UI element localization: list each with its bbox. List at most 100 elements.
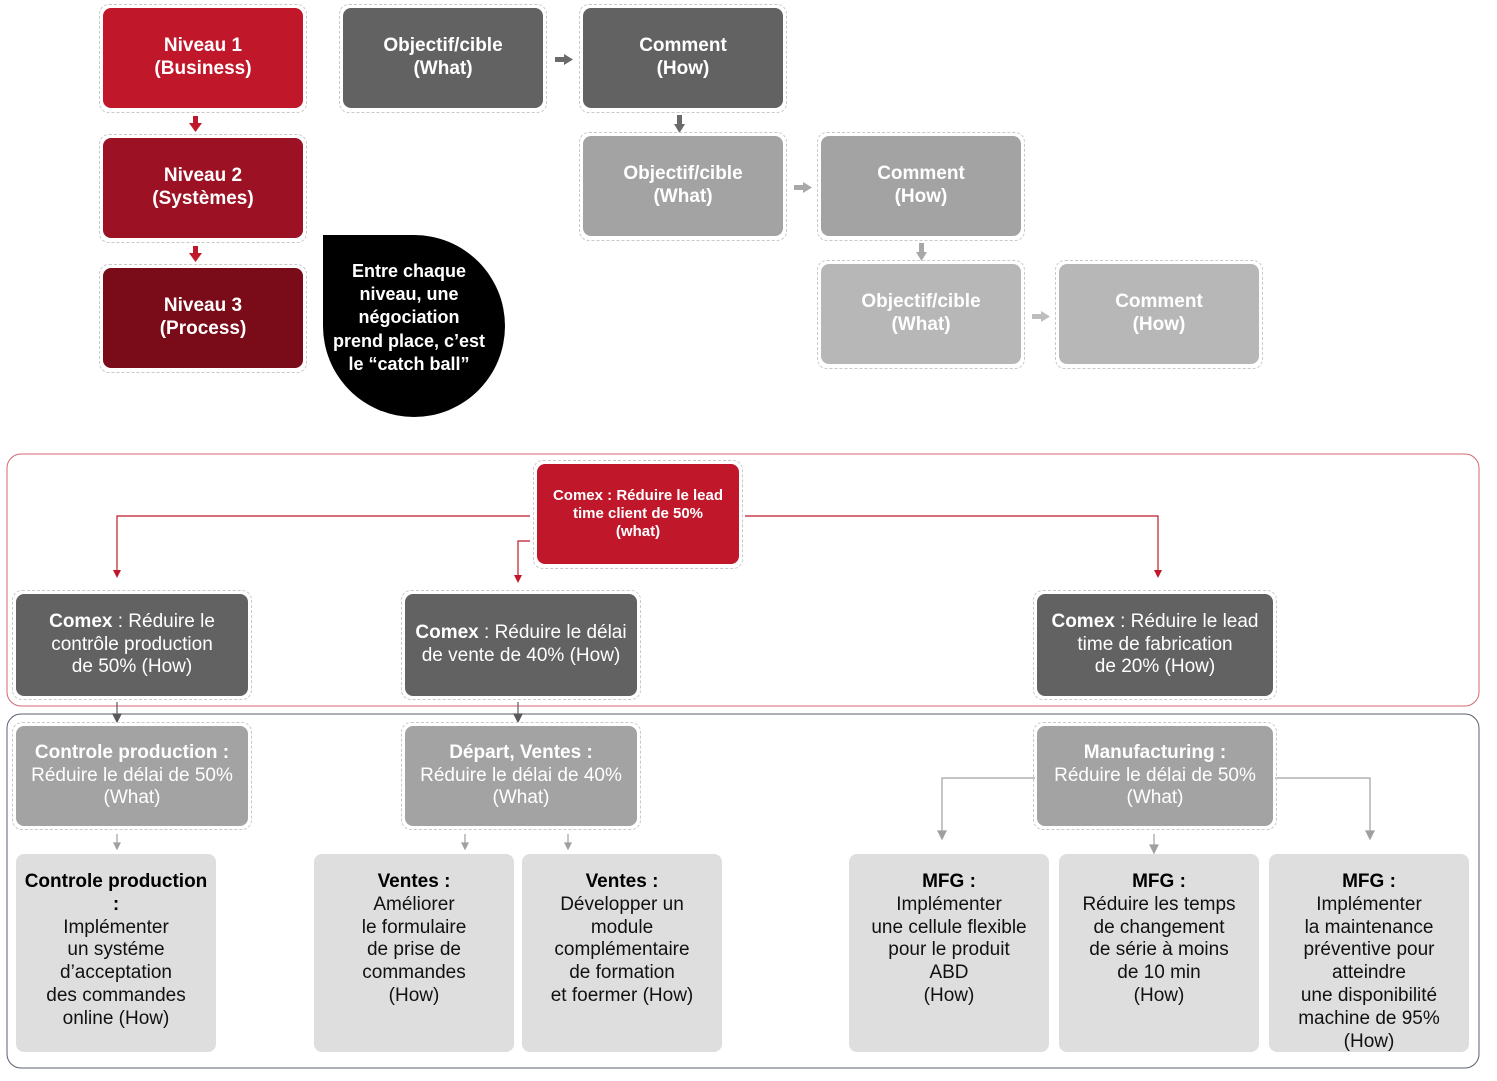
action-line: de changement (1093, 916, 1225, 938)
action-title: MFG : (1342, 871, 1396, 892)
catch-ball-line-3: négociation (358, 307, 460, 328)
what-line-2: Réduire le délai de 50% (1054, 764, 1256, 786)
step-sub: (How) (894, 186, 948, 207)
level-2-what-box: Objectif/cible (What) (583, 136, 783, 236)
action-line: online (How) (62, 1007, 170, 1029)
comex-text: : Réduire le délai (478, 622, 627, 644)
action-line: et foermer (How) (550, 984, 694, 1006)
action-ventes-formulaire-box: Ventes : Améliorer le formulaire de pris… (314, 854, 514, 1052)
what-line-2: Réduire le délai de 40% (420, 764, 622, 786)
action-line: de 10 min (1117, 962, 1201, 984)
comex-text-line-2: de vente de 40% (How) (421, 645, 621, 666)
catch-ball-note: Entre chaque niveau, une négociation pre… (318, 250, 500, 386)
what-ventes-box: Départ, Ventes : Réduire le délai de 40%… (405, 726, 637, 826)
catch-ball-line-1: Entre chaque (351, 260, 467, 281)
action-line: (How) (1133, 984, 1185, 1006)
action-line: commandes (362, 962, 466, 984)
level-3-scope: (Process) (159, 318, 247, 339)
action-line: Implémenter (1316, 893, 1422, 915)
step-sub: (What) (653, 186, 713, 207)
comex-text-line-2: contrôle production (51, 633, 213, 655)
operations-section-frame (6, 713, 1480, 1069)
goal-line-2: time client de 50% (572, 505, 704, 522)
action-line: d’acceptation (60, 962, 172, 984)
action-title: MFG : (1132, 871, 1186, 892)
catch-ball-shape (323, 235, 505, 417)
goal-line-3: (what) (615, 523, 661, 540)
action-line: une disponibilité (1300, 984, 1438, 1006)
level-1-what-box: Objectif/cible (What) (343, 8, 543, 108)
comex-text: : Réduire le (112, 610, 215, 632)
action-line: de formation (569, 962, 675, 984)
action-ventes-formation-box: Ventes : Développer un module complément… (522, 854, 722, 1052)
comex-goal-box: Comex : Réduire le lead time client de 5… (537, 464, 739, 564)
what-title: Départ, Ventes : (449, 741, 593, 763)
action-line: Implémenter (896, 893, 1002, 915)
comex-text-line-2: time de fabrication (1077, 633, 1233, 655)
action-line: (How) (923, 984, 975, 1006)
goal-line-1: Comex : Réduire le lead (552, 487, 724, 504)
level-1-box: Niveau 1 (Business) (103, 8, 303, 108)
action-line: Réduire les temps (1082, 893, 1236, 915)
step-sub: (How) (1132, 314, 1186, 335)
comex-how-vente-box: Comex : Réduire le délai de vente de 40%… (405, 594, 637, 696)
step-label: Objectif/cible (861, 291, 981, 313)
comex-how-controle-box: Comex : Réduire le contrôle production d… (16, 594, 248, 696)
catch-ball-line-4: prend place, c’est (332, 330, 486, 351)
level-1-name: Niveau 1 (163, 35, 243, 57)
catch-ball-line-5: le “catch ball” (348, 354, 470, 375)
goal-connectors (116, 515, 1159, 577)
what-action-connectors (113, 777, 1375, 855)
action-line: la maintenance (1304, 916, 1434, 938)
action-line: Implémenter (63, 916, 169, 938)
action-title: MFG : (922, 871, 976, 892)
what-line-3: (What) (492, 787, 550, 809)
level-2-box: Niveau 2 (Systèmes) (103, 138, 303, 238)
level-arrows (189, 116, 202, 262)
action-title: Ventes : (585, 871, 659, 892)
action-line: ABD (929, 962, 969, 984)
step-label: Objectif/cible (383, 35, 503, 57)
comex-text: : Réduire le lead (1114, 610, 1259, 632)
what-line-2: Réduire le délai de 50% (31, 764, 233, 786)
action-line: Améliorer (373, 893, 455, 915)
what-manufacturing-box: Manufacturing : Réduire le délai de 50% … (1037, 726, 1273, 826)
level-1-how-box: Comment (How) (583, 8, 783, 108)
action-line: de série à moins (1089, 939, 1229, 961)
action-line: (How) (1343, 1030, 1395, 1052)
action-mfg-maintenance-box: MFG : Implémenter la maintenance prévent… (1269, 854, 1469, 1052)
comex-label: Comex (49, 610, 113, 632)
action-mfg-cellule-box: MFG : Implémenter une cellule flexible p… (849, 854, 1049, 1052)
step-sub: (What) (891, 314, 951, 335)
level-2-name: Niveau 2 (163, 165, 243, 187)
action-line: machine de 95% (1298, 1007, 1440, 1029)
level-1-scope: (Business) (154, 58, 252, 79)
action-line: (How) (388, 984, 440, 1006)
cascade-arrows (555, 54, 1050, 322)
level-3-what-box: Objectif/cible (What) (821, 264, 1021, 364)
action-title: Controle production : (24, 871, 208, 915)
what-line-3: (What) (103, 787, 161, 809)
action-line: pour le produit (888, 939, 1010, 961)
comex-label: Comex (1051, 610, 1115, 632)
action-line: une cellule flexible (871, 916, 1027, 938)
step-label: Comment (1115, 291, 1203, 313)
comex-text-line-3: de 20% (How) (1094, 656, 1216, 678)
action-line: le formulaire (361, 916, 467, 938)
comex-how-fabrication-box: Comex : Réduire le lead time de fabricat… (1037, 594, 1273, 696)
action-line: un systéme (67, 939, 165, 961)
step-label: Comment (639, 35, 727, 57)
action-line: atteindre (1332, 962, 1406, 984)
what-line-3: (What) (1126, 787, 1184, 809)
comex-what-connectors (112, 702, 523, 724)
step-label: Comment (877, 163, 965, 185)
action-line: complémentaire (554, 939, 690, 961)
action-line: de prise de (366, 939, 461, 961)
action-line: Développer un (560, 893, 684, 915)
comex-label: Comex (415, 622, 479, 644)
level-3-name: Niveau 3 (163, 295, 243, 317)
action-mfg-changement-box: MFG : Réduire les temps de changement de… (1059, 854, 1259, 1052)
action-line: des commandes (46, 984, 186, 1006)
action-controle-box: Controle production : Implémenter un sys… (16, 854, 216, 1052)
